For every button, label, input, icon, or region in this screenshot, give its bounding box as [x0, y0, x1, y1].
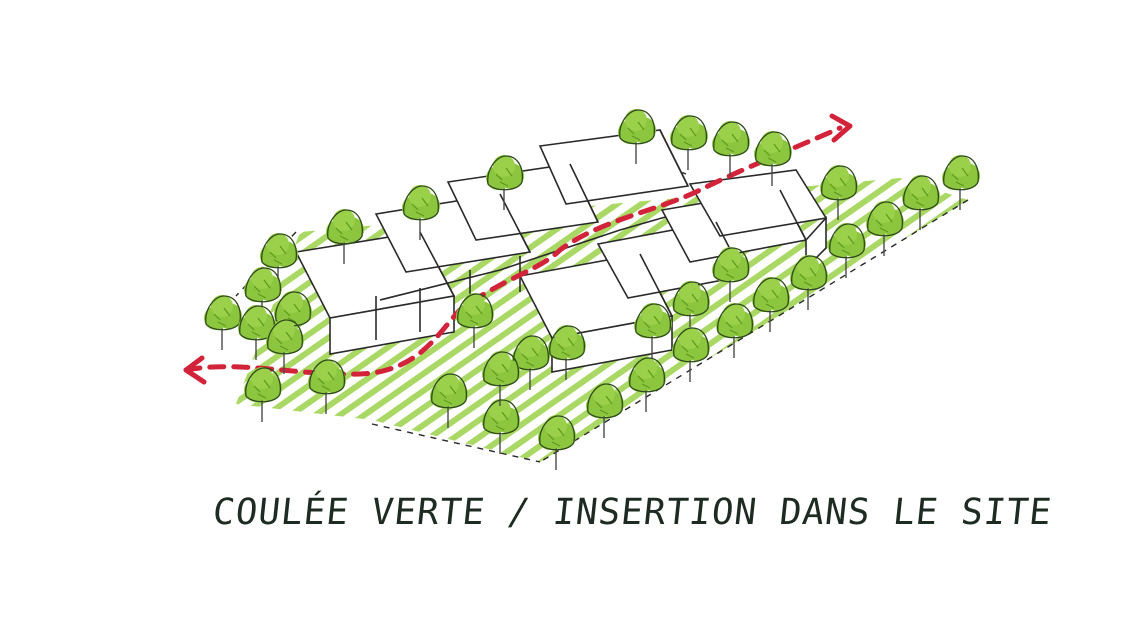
arrow-right-icon [829, 113, 853, 143]
tree-icon [203, 294, 243, 351]
sketch-caption: COULÉE VERTE / INSERTION DANS LE SITE [210, 492, 1055, 533]
green-corridor-path [183, 125, 843, 377]
arrow-left-icon [183, 355, 207, 385]
tree-icon [711, 120, 751, 177]
